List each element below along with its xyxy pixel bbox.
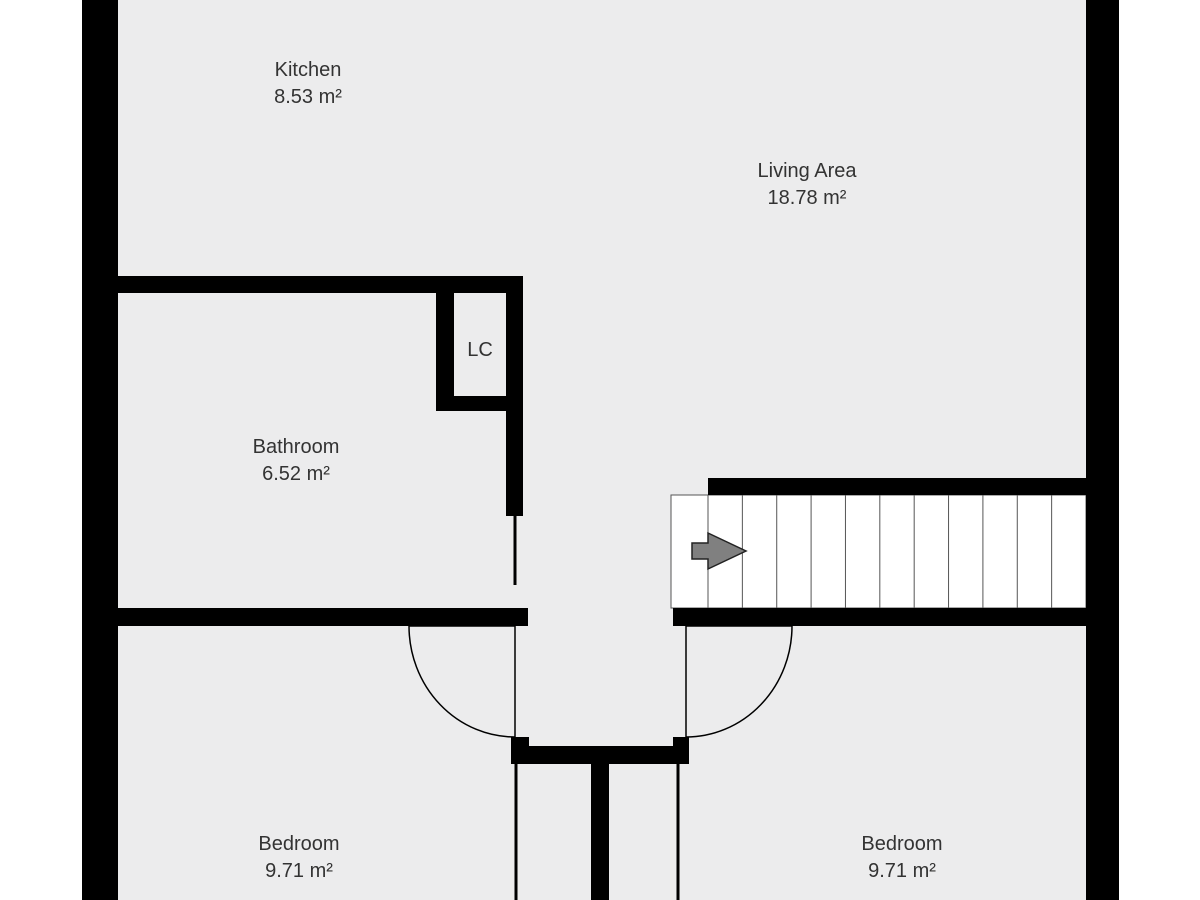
wall-bathroom-bottom <box>116 608 528 626</box>
thin-partitions <box>513 516 680 900</box>
bedroom-right-area: 9.71 m² <box>868 860 936 882</box>
kitchen-name: Kitchen <box>275 59 342 81</box>
door-swing-bedroom-left <box>408 625 516 738</box>
door-swing-bedroom-right <box>685 625 793 738</box>
wall-stair-top <box>708 478 1086 495</box>
wall-lc-left <box>436 276 454 411</box>
stair-direction-arrow-icon <box>691 531 748 571</box>
wall-hall-bottom <box>511 746 689 764</box>
lc-name: LC <box>467 339 493 361</box>
living-area-area: 18.78 m² <box>768 187 847 209</box>
door-swings <box>408 625 793 738</box>
bathroom-name: Bathroom <box>253 436 340 458</box>
wall-door-jamb-left <box>511 737 529 764</box>
kitchen-area: 8.53 m² <box>274 86 342 108</box>
bedroom-left-area: 9.71 m² <box>265 860 333 882</box>
bedroom-left-name: Bedroom <box>258 833 339 855</box>
wall-closet-divider <box>591 764 609 900</box>
wall-outer-right <box>1086 0 1119 900</box>
bathroom-area: 6.52 m² <box>262 463 330 485</box>
wall-hall-right-top <box>673 608 1086 626</box>
bedroom-right-name: Bedroom <box>861 833 942 855</box>
stair-run <box>707 494 1087 609</box>
wall-bathroom-top <box>116 276 523 293</box>
room-labels: Kitchen 8.53 m² Living Area 18.78 m² LC … <box>253 59 943 882</box>
stair-treads <box>741 495 1053 608</box>
walls <box>82 0 1119 900</box>
living-area-name: Living Area <box>758 160 858 182</box>
wall-outer-left <box>82 0 118 900</box>
wall-door-jamb-right <box>673 737 689 764</box>
staircase <box>670 494 1087 609</box>
wall-lc-bottom <box>436 396 523 411</box>
